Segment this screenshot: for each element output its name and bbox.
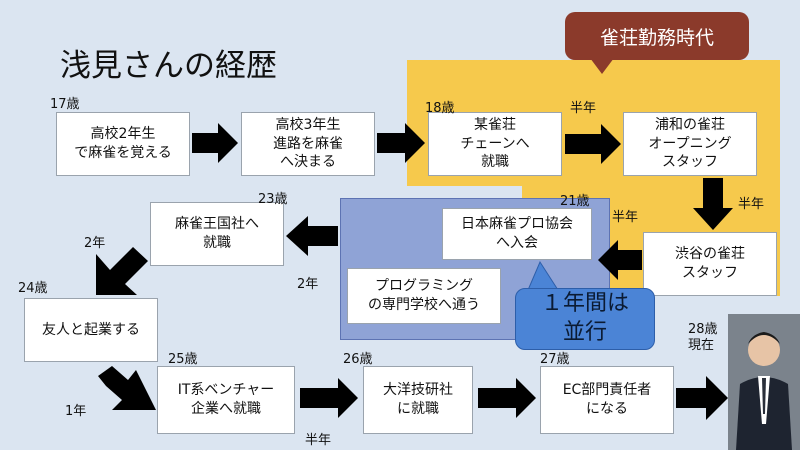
age-label-25: 25歳	[168, 352, 198, 367]
age-label-24: 24歳	[18, 281, 48, 296]
highlight-callout-label: 雀荘勤務時代	[599, 26, 714, 49]
callout-pointer	[590, 58, 614, 74]
step-box-6: 日本麻雀プロ協会 へ入会	[442, 208, 592, 260]
arrow-4	[693, 178, 733, 230]
arrow-2	[377, 123, 425, 163]
parallel-callout: １年間は 並行	[515, 288, 655, 350]
duration-label-3: 半年	[612, 210, 639, 225]
duration-label-7: 半年	[305, 433, 332, 448]
age-label-23: 23歳	[258, 192, 288, 207]
arrow-5	[598, 240, 642, 280]
age-label-18: 18歳	[425, 101, 455, 116]
step-box-4: 浦和の雀荘 オープニング スタッフ	[623, 112, 757, 176]
arrow-6	[286, 216, 338, 256]
arrow-11	[676, 376, 728, 420]
highlight-callout: 雀荘勤務時代	[565, 12, 749, 60]
age-label-26: 26歳	[343, 352, 373, 367]
duration-label-5: 2年	[84, 236, 106, 251]
arrow-10	[478, 378, 536, 418]
step-box-1: 高校2年生 で麻雀を覚える	[56, 112, 190, 176]
arrow-8	[98, 366, 156, 410]
age-label-28: 28歳 現在	[688, 322, 718, 354]
age-label-27: 27歳	[540, 352, 570, 367]
step-box-9: 友人と起業する	[24, 298, 158, 362]
duration-label-1: 半年	[570, 101, 597, 116]
page-title: 浅見さんの経歴	[60, 48, 277, 84]
arrow-3	[565, 124, 621, 164]
step-box-7: プログラミング の専門学校へ通う	[347, 268, 501, 324]
step-box-10: IT系ベンチャー 企業へ就職	[157, 366, 295, 434]
step-box-2: 高校3年生 進路を麻雀 へ決まる	[241, 112, 375, 176]
step-box-8: 麻雀王国社へ 就職	[150, 202, 284, 266]
step-box-3: 某雀荘 チェーンへ 就職	[428, 112, 562, 176]
step-box-5: 渋谷の雀荘 スタッフ	[643, 232, 777, 296]
arrow-9	[300, 378, 358, 418]
step-box-12: EC部門責任者 になる	[540, 366, 674, 434]
age-label-21: 21歳	[560, 194, 590, 209]
duration-label-4: 2年	[297, 277, 319, 292]
arrow-7	[96, 247, 148, 295]
age-label-17: 17歳	[50, 97, 80, 112]
step-box-11: 大洋技研社 に就職	[363, 366, 473, 434]
arrow-1	[192, 123, 238, 163]
person-photo	[728, 314, 800, 450]
duration-label-6: 1年	[65, 404, 87, 419]
duration-label-2: 半年	[738, 197, 765, 212]
